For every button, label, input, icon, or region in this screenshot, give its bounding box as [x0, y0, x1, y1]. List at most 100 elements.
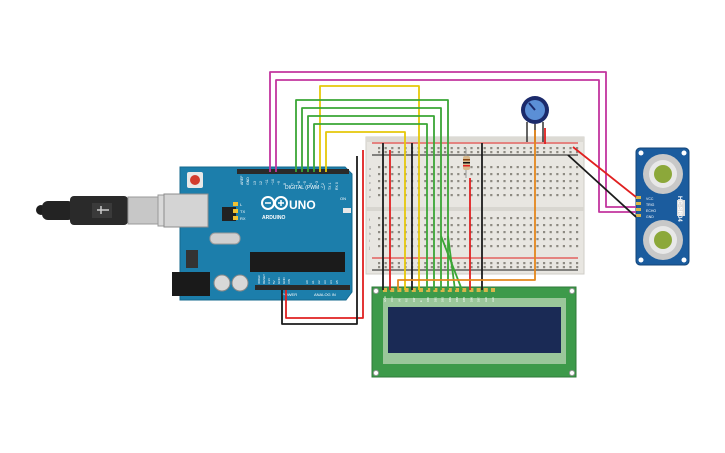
breadboard-hole[interactable]: [457, 245, 460, 248]
breadboard-hole[interactable]: [463, 231, 466, 234]
breadboard-hole[interactable]: [523, 238, 526, 241]
breadboard-hole[interactable]: [556, 224, 559, 227]
breadboard-hole[interactable]: [529, 166, 532, 169]
breadboard-hole[interactable]: [430, 166, 433, 169]
breadboard-hole[interactable]: [450, 245, 453, 248]
breadboard-hole[interactable]: [424, 262, 427, 265]
breadboard-hole[interactable]: [569, 262, 572, 265]
breadboard-hole[interactable]: [576, 231, 579, 234]
breadboard-hole[interactable]: [437, 231, 440, 234]
breadboard-hole[interactable]: [483, 194, 486, 197]
lcd-pin[interactable]: [440, 288, 445, 292]
breadboard-hole[interactable]: [536, 173, 539, 176]
breadboard-hole[interactable]: [470, 194, 473, 197]
breadboard-hole[interactable]: [536, 180, 539, 183]
breadboard-hole[interactable]: [510, 262, 513, 265]
breadboard-hole[interactable]: [549, 231, 552, 234]
breadboard-hole[interactable]: [424, 217, 427, 220]
breadboard-hole[interactable]: [516, 217, 519, 220]
breadboard-hole[interactable]: [556, 180, 559, 183]
breadboard-hole[interactable]: [549, 224, 552, 227]
breadboard-hole[interactable]: [569, 224, 572, 227]
breadboard-hole[interactable]: [503, 166, 506, 169]
breadboard-hole[interactable]: [549, 147, 552, 150]
breadboard-hole[interactable]: [510, 194, 513, 197]
breadboard-hole[interactable]: [562, 194, 565, 197]
breadboard-hole[interactable]: [430, 217, 433, 220]
lcd-pin[interactable]: [426, 288, 431, 292]
breadboard-hole[interactable]: [430, 147, 433, 150]
breadboard-hole[interactable]: [490, 224, 493, 227]
breadboard-hole[interactable]: [384, 151, 387, 154]
breadboard-hole[interactable]: [470, 231, 473, 234]
breadboard-hole[interactable]: [549, 194, 552, 197]
breadboard-hole[interactable]: [477, 151, 480, 154]
breadboard-hole[interactable]: [430, 245, 433, 248]
breadboard-hole[interactable]: [430, 187, 433, 190]
breadboard-hole[interactable]: [397, 217, 400, 220]
lcd-pin[interactable]: [455, 288, 459, 292]
breadboard-hole[interactable]: [543, 166, 546, 169]
breadboard-hole[interactable]: [437, 166, 440, 169]
breadboard-hole[interactable]: [562, 266, 565, 269]
lcd-pin[interactable]: [390, 288, 395, 292]
breadboard-hole[interactable]: [450, 224, 453, 227]
lcd-pin[interactable]: [476, 288, 481, 292]
breadboard-hole[interactable]: [391, 151, 394, 154]
breadboard-hole[interactable]: [569, 238, 572, 241]
breadboard-hole[interactable]: [562, 245, 565, 248]
breadboard-hole[interactable]: [490, 245, 493, 248]
breadboard-hole[interactable]: [523, 217, 526, 220]
breadboard-hole[interactable]: [536, 262, 539, 265]
breadboard-hole[interactable]: [503, 151, 506, 154]
breadboard-hole[interactable]: [391, 231, 394, 234]
breadboard-hole[interactable]: [437, 245, 440, 248]
breadboard-hole[interactable]: [463, 245, 466, 248]
breadboard-hole[interactable]: [424, 187, 427, 190]
breadboard-hole[interactable]: [523, 266, 526, 269]
breadboard-hole[interactable]: [483, 187, 486, 190]
breadboard-hole[interactable]: [529, 180, 532, 183]
breadboard-hole[interactable]: [523, 166, 526, 169]
breadboard-hole[interactable]: [529, 238, 532, 241]
breadboard-hole[interactable]: [516, 224, 519, 227]
breadboard-hole[interactable]: [510, 245, 513, 248]
breadboard-hole[interactable]: [556, 147, 559, 150]
breadboard-hole[interactable]: [424, 224, 427, 227]
breadboard-hole[interactable]: [510, 238, 513, 241]
breadboard-hole[interactable]: [391, 262, 394, 265]
breadboard-hole[interactable]: [496, 266, 499, 269]
breadboard-hole[interactable]: [391, 147, 394, 150]
breadboard-hole[interactable]: [483, 147, 486, 150]
breadboard-hole[interactable]: [496, 147, 499, 150]
breadboard-hole[interactable]: [510, 147, 513, 150]
breadboard-hole[interactable]: [477, 262, 480, 265]
breadboard[interactable]: a b c d e f g h i j: [365, 136, 585, 275]
breadboard-hole[interactable]: [496, 245, 499, 248]
breadboard-hole[interactable]: [576, 266, 579, 269]
breadboard-hole[interactable]: [424, 166, 427, 169]
breadboard-hole[interactable]: [496, 231, 499, 234]
breadboard-hole[interactable]: [457, 166, 460, 169]
breadboard-hole[interactable]: [569, 245, 572, 248]
breadboard-hole[interactable]: [457, 151, 460, 154]
breadboard-hole[interactable]: [384, 245, 387, 248]
breadboard-hole[interactable]: [450, 187, 453, 190]
breadboard-hole[interactable]: [569, 180, 572, 183]
breadboard-hole[interactable]: [483, 266, 486, 269]
lcd-pin[interactable]: [491, 288, 495, 292]
breadboard-hole[interactable]: [384, 173, 387, 176]
breadboard-hole[interactable]: [424, 151, 427, 154]
breadboard-hole[interactable]: [549, 180, 552, 183]
breadboard-hole[interactable]: [562, 180, 565, 183]
breadboard-hole[interactable]: [457, 224, 460, 227]
breadboard-hole[interactable]: [516, 266, 519, 269]
breadboard-hole[interactable]: [450, 173, 453, 176]
breadboard-hole[interactable]: [444, 266, 447, 269]
breadboard-hole[interactable]: [490, 173, 493, 176]
breadboard-hole[interactable]: [483, 180, 486, 183]
breadboard-hole[interactable]: [490, 217, 493, 220]
breadboard-hole[interactable]: [556, 245, 559, 248]
breadboard-hole[interactable]: [470, 217, 473, 220]
breadboard-hole[interactable]: [384, 166, 387, 169]
